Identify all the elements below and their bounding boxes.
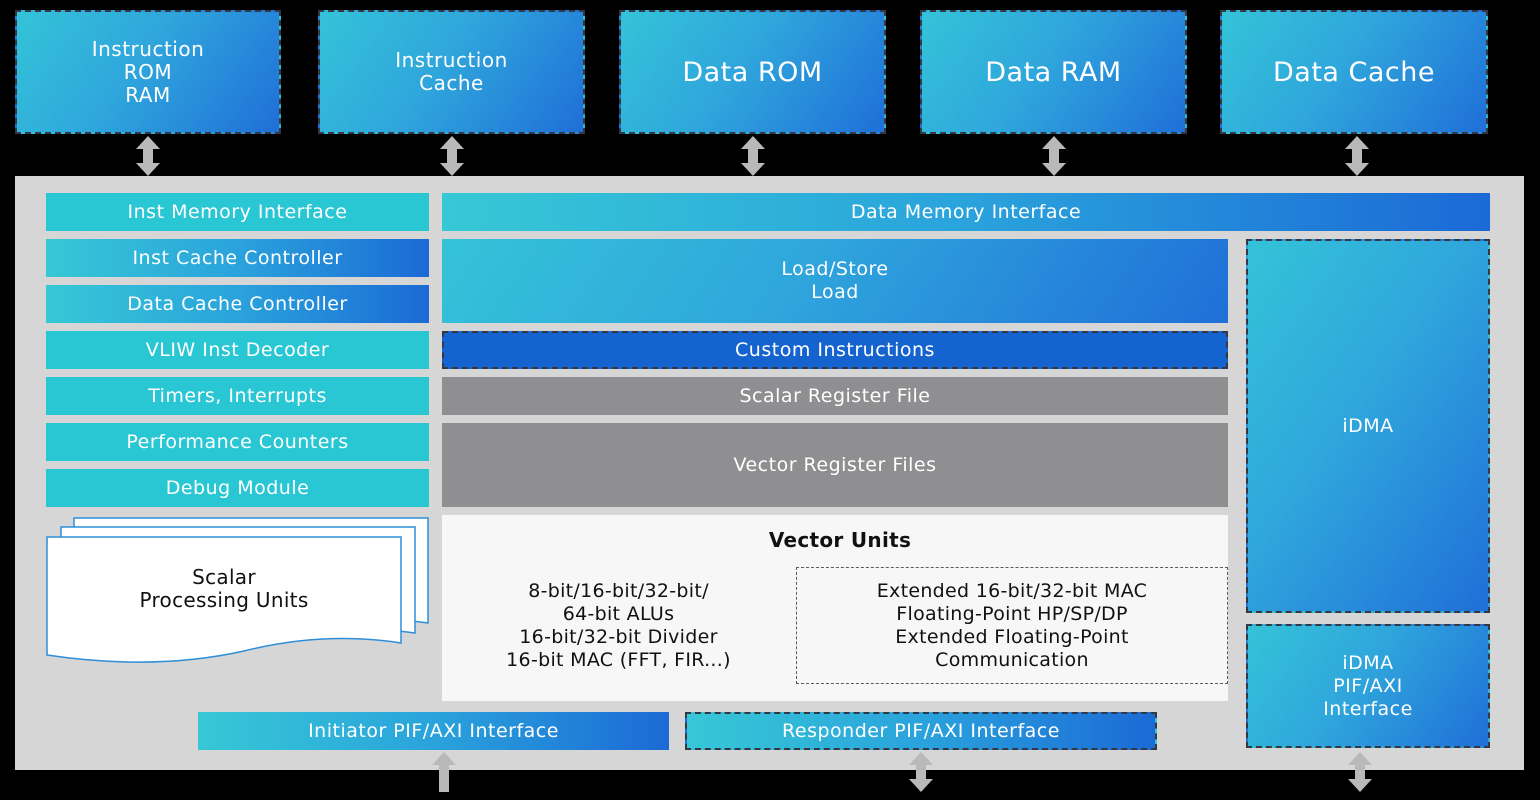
idma-interface-label: iDMA PIF/AXI Interface xyxy=(1323,651,1413,720)
inst-cache-controller-label: Inst Cache Controller xyxy=(132,247,343,269)
idma-block: iDMA xyxy=(1246,239,1490,613)
data-cache-controller-label: Data Cache Controller xyxy=(127,293,348,315)
initiator-interface-block: Initiator PIF/AXI Interface xyxy=(198,712,669,750)
double-arrow-icon xyxy=(136,136,160,176)
inst-memory-interface-block: Inst Memory Interface xyxy=(46,193,429,231)
memory-instruction-cache-label: Instruction Cache xyxy=(395,48,508,95)
vliw-inst-decoder-label: VLIW Inst Decoder xyxy=(145,339,330,361)
vector-units-extended-list-label: Extended 16-bit/32-bit MAC Floating-Poin… xyxy=(876,579,1148,671)
data-memory-interface-label: Data Memory Interface xyxy=(850,201,1082,223)
load-store-label: Load/Store Load xyxy=(781,258,889,303)
vector-register-files-block: Vector Register Files xyxy=(442,423,1228,507)
responder-interface-label: Responder PIF/AXI Interface xyxy=(782,720,1060,742)
scalar-processing-units-stack-icon xyxy=(46,517,429,663)
memory-instruction-cache: Instruction Cache xyxy=(318,10,585,134)
up-arrow-icon xyxy=(432,752,456,792)
data-cache-controller-block: Data Cache Controller xyxy=(46,285,429,323)
performance-counters-block: Performance Counters xyxy=(46,423,429,461)
timers-interrupts-label: Timers, Interrupts xyxy=(148,385,327,407)
scalar-register-file-label: Scalar Register File xyxy=(739,385,931,407)
idma-interface-block: iDMA PIF/AXI Interface xyxy=(1246,624,1490,748)
custom-instructions-block: Custom Instructions xyxy=(442,331,1228,369)
inst-cache-controller-block: Inst Cache Controller xyxy=(46,239,429,277)
responder-interface-block: Responder PIF/AXI Interface xyxy=(685,712,1157,750)
vector-units-block xyxy=(442,515,1228,701)
memory-data-cache-label: Data Cache xyxy=(1272,56,1436,88)
initiator-interface-label: Initiator PIF/AXI Interface xyxy=(308,720,559,742)
double-arrow-icon xyxy=(909,752,933,792)
memory-instruction-rom-ram-label: Instruction ROM RAM xyxy=(91,36,205,107)
debug-module-label: Debug Module xyxy=(165,477,310,499)
vector-units-alu-list-label: 8-bit/16-bit/32-bit/ 64-bit ALUs 16-bit/… xyxy=(506,580,731,671)
double-arrow-icon xyxy=(440,136,464,176)
vector-units-title: Vector Units xyxy=(442,525,1238,555)
timers-interrupts-block: Timers, Interrupts xyxy=(46,377,429,415)
memory-data-ram-label: Data RAM xyxy=(985,56,1122,88)
scalar-processing-units: Scalar Processing Units xyxy=(47,545,401,633)
vector-register-files-label: Vector Register Files xyxy=(733,454,937,476)
vector-units-title-label: Vector Units xyxy=(768,528,912,552)
double-arrow-icon xyxy=(1348,752,1372,792)
scalar-register-file-block: Scalar Register File xyxy=(442,377,1228,415)
debug-module-block: Debug Module xyxy=(46,469,429,507)
double-arrow-icon xyxy=(741,136,765,176)
idma-label: iDMA xyxy=(1342,415,1394,437)
vector-units-alu-list: 8-bit/16-bit/32-bit/ 64-bit ALUs 16-bit/… xyxy=(446,570,791,682)
memory-data-ram: Data RAM xyxy=(920,10,1187,134)
vliw-inst-decoder-block: VLIW Inst Decoder xyxy=(46,331,429,369)
inst-memory-interface-label: Inst Memory Interface xyxy=(127,201,348,223)
memory-data-rom-label: Data ROM xyxy=(682,56,823,88)
double-arrow-icon xyxy=(1345,136,1369,176)
double-arrow-icon xyxy=(1042,136,1066,176)
memory-data-cache: Data Cache xyxy=(1220,10,1488,134)
custom-instructions-label: Custom Instructions xyxy=(735,339,935,361)
vector-units-extended-list: Extended 16-bit/32-bit MAC Floating-Poin… xyxy=(796,567,1228,684)
scalar-processing-units-label: Scalar Processing Units xyxy=(139,565,309,612)
load-store-block: Load/Store Load xyxy=(442,239,1228,323)
performance-counters-label: Performance Counters xyxy=(126,431,349,453)
memory-instruction-rom-ram: Instruction ROM RAM xyxy=(15,10,281,134)
data-memory-interface-block: Data Memory Interface xyxy=(442,193,1490,231)
memory-data-rom: Data ROM xyxy=(619,10,886,134)
